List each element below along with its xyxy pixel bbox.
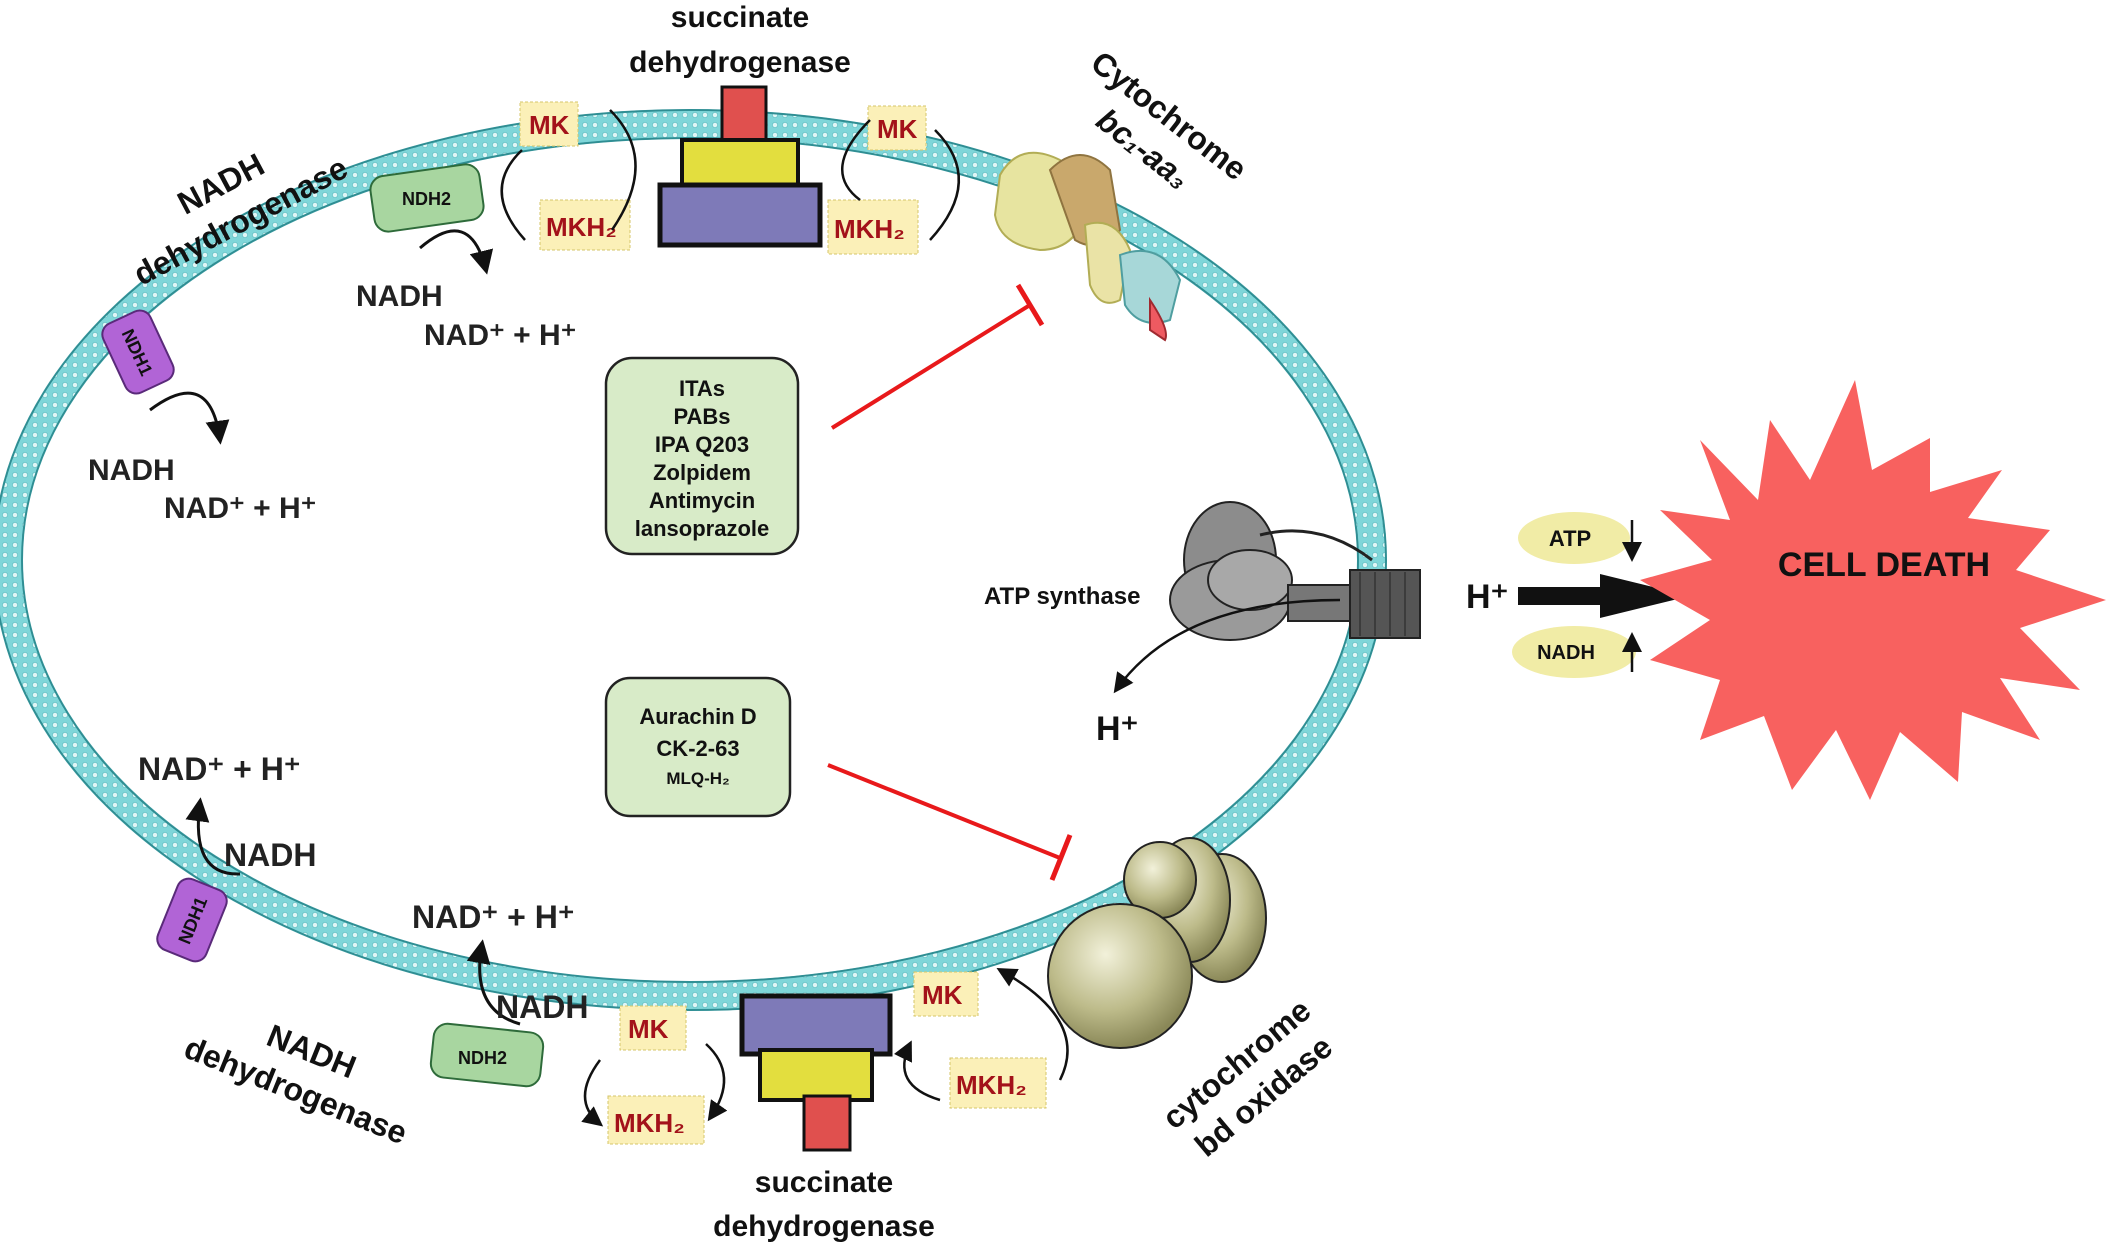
nadh-indicator-label: NADH — [1537, 642, 1595, 664]
proton-return-arrow — [1113, 598, 1341, 694]
nad-product: NAD⁺ + H⁺ — [412, 899, 575, 935]
mk-cycle-bracket — [929, 129, 960, 241]
ndh2-top: NDH2 — [369, 163, 485, 233]
inhibitor-bc1-item: Antimycin — [649, 488, 755, 513]
atp-label: ATP — [1549, 526, 1591, 551]
h-plus-to-cell-death-arrow — [1518, 574, 1690, 618]
inhibitor-bc1-item: Zolpidem — [653, 460, 751, 485]
succinate-dehydrogenase-top — [657, 85, 823, 248]
mk-cycle-bracket — [581, 1059, 604, 1127]
inhibition-line-bc1 — [830, 283, 1045, 430]
mkh2-label: MKH₂ — [546, 212, 617, 242]
inhibition-line-bd — [827, 763, 1073, 881]
mk-label: MK — [877, 114, 918, 144]
mkh2-box-bottom-right: MKH₂ — [949, 1057, 1047, 1109]
cell-death-label: CELL DEATH — [1778, 546, 1990, 584]
inhibitor-bc1-item: lansoprazole — [635, 516, 769, 541]
inhibitor-bd-item: MLQ-H₂ — [666, 769, 729, 788]
inhibitors-bd-box: Aurachin D CK-2-63 MLQ-H₂ — [604, 676, 792, 818]
ndh2-label: NDH2 — [402, 189, 451, 209]
nad-product: NAD⁺ + H⁺ — [424, 319, 577, 352]
inhibitor-bc1-item: ITAs — [679, 376, 725, 401]
mk-label: MK — [529, 110, 570, 140]
sdh-top-label-line2: dehydrogenase — [629, 46, 851, 79]
mk-label: MK — [922, 980, 963, 1010]
sdh-bottom-label-line1: succinate — [755, 1166, 893, 1199]
nad-product: NAD⁺ + H⁺ — [164, 492, 317, 525]
ndh2-bottom: NDH2 — [429, 1022, 545, 1088]
h-plus-outside: H⁺ — [1466, 578, 1509, 616]
nadh-substrate: NADH — [496, 989, 588, 1025]
mk-cycle-bracket — [840, 119, 871, 201]
mk-cycle-bracket — [609, 109, 637, 231]
nad-product: NAD⁺ + H⁺ — [138, 751, 301, 787]
cytochrome-bc1-aa3-complex — [993, 151, 1182, 342]
atp-indicator: ATP — [1518, 512, 1642, 564]
nadh-reaction-arrow — [419, 229, 494, 275]
nadh-dehydrogenase-label-bottom: NADH dehydrogenase — [179, 1017, 412, 1151]
cell-death-burst: CELL DEATH — [1640, 380, 2106, 800]
ndh2-label: NDH2 — [458, 1048, 507, 1068]
sdh-top-label-line1: succinate — [671, 1, 809, 34]
mkh2-label: MKH₂ — [614, 1108, 685, 1138]
nadh-indicator: NADH — [1512, 626, 1642, 678]
sdh-bottom-label-line2: dehydrogenase — [713, 1210, 935, 1243]
nadh-reaction-arrow — [185, 797, 241, 876]
mk-box-bottom-right: MK — [913, 971, 979, 1017]
ndh1-top: NDH1 — [101, 309, 175, 395]
nadh-substrate: NADH — [356, 280, 443, 313]
inhibitor-bc1-item: IPA Q203 — [655, 432, 749, 457]
inhibitors-bc1-box: ITAs PABs IPA Q203 Zolpidem Antimycin la… — [604, 356, 800, 556]
mk-cycle-bracket — [996, 968, 1069, 1081]
nadh-substrate: NADH — [224, 837, 316, 873]
mkh2-label: MKH₂ — [956, 1070, 1027, 1100]
inhibitor-bd-item: Aurachin D — [639, 704, 756, 729]
cytochrome-bd-oxidase — [1047, 837, 1267, 1049]
mk-label: MK — [628, 1014, 669, 1044]
mk-cycle-bracket — [894, 1040, 941, 1102]
ndh1-bottom: NDH1 — [156, 877, 228, 963]
mk-cycle-bracket — [500, 149, 526, 241]
inhibitor-bc1-item: PABs — [673, 404, 730, 429]
succinate-dehydrogenase-bottom — [739, 993, 893, 1152]
atp-synthase-label: ATP synthase — [984, 583, 1141, 610]
cytochrome-bd-label: cytochrome bd oxidase — [1155, 992, 1339, 1164]
nadh-reaction-arrow — [466, 939, 521, 1026]
mkh2-box-top-right: MKH₂ — [827, 199, 919, 255]
mkh2-label: MKH₂ — [834, 214, 905, 244]
inhibitor-bd-item: CK-2-63 — [656, 736, 739, 761]
nadh-substrate: NADH — [88, 454, 175, 487]
mk-box-bottom-left: MK — [619, 1005, 687, 1051]
mk-cycle-bracket — [705, 1043, 728, 1122]
nadh-reaction-arrow — [149, 391, 230, 445]
mk-box-top-right: MK — [867, 105, 927, 151]
mk-box-top-left: MK — [519, 101, 579, 147]
h-plus-inside: H⁺ — [1096, 710, 1139, 748]
mkh2-box-bottom-left: MKH₂ — [607, 1095, 705, 1145]
